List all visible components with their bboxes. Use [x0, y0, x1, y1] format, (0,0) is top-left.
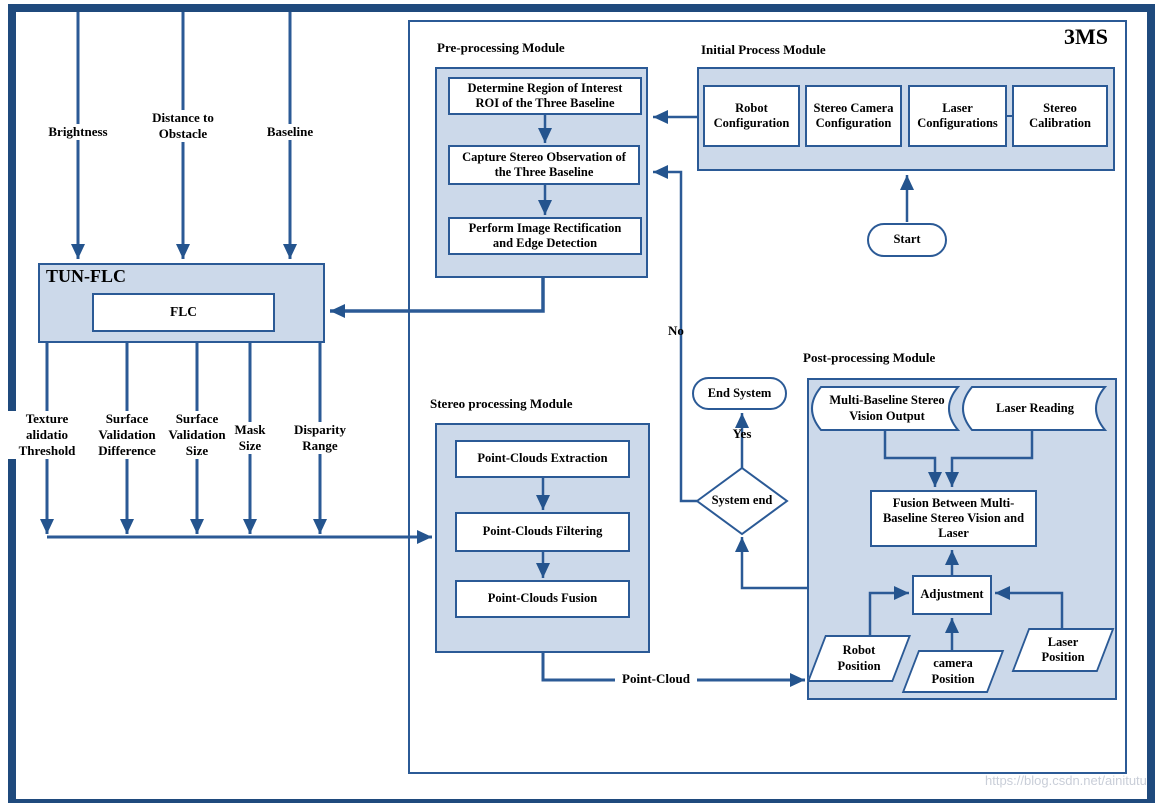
3ms-system-box — [408, 20, 1127, 774]
input-label-brightness: Brightness — [36, 124, 120, 140]
output-label-surface-validation-size: Surface Validation Size — [163, 411, 231, 459]
system-end-diamond — [695, 466, 789, 536]
adjustment-node: Adjustment — [912, 575, 992, 615]
system-title: 3MS — [1064, 24, 1108, 49]
initial-process-module-title: Initial Process Module — [701, 42, 826, 57]
step-point-clouds-extraction: Point-Clouds Extraction — [455, 440, 630, 478]
camera-position-label: camera Position — [931, 656, 975, 686]
robot-position-node: Robot Position — [806, 635, 912, 682]
end-system-node: End System — [692, 377, 787, 410]
stored-data-shape-laser-reading — [962, 386, 1108, 431]
post-processing-module-title: Post-processing Module — [803, 350, 936, 365]
system-end-label: System end — [711, 493, 773, 507]
step-stereo-camera-configuration: Stereo Camera Configuration — [805, 85, 902, 147]
step-determine-roi: Determine Region of Interest ROI of the … — [448, 77, 642, 115]
point-cloud-label: Point-Cloud — [615, 671, 697, 687]
output-label-texture-validation-threshold: Texture alidatio Threshold — [7, 411, 87, 459]
step-laser-configurations: Laser Configurations — [908, 85, 1007, 147]
laser-reading-label: Laser Reading — [996, 401, 1074, 416]
input-label-baseline: Baseline — [248, 124, 332, 140]
flc-box: FLC — [92, 293, 275, 332]
no-label: No — [668, 323, 684, 338]
camera-position-node: camera Position — [901, 650, 1005, 693]
step-capture-stereo-observation: Capture Stereo Observation of the Three … — [448, 145, 640, 185]
tun-flc-title: TUN-FLC — [46, 266, 126, 286]
robot-position-label: Robot Position — [837, 643, 881, 673]
stored-data-shape-stereo-output — [811, 386, 961, 431]
output-label-mask-size: Mask Size — [226, 422, 274, 454]
yes-label: Yes — [732, 426, 752, 441]
step-point-clouds-filtering: Point-Clouds Filtering — [455, 512, 630, 552]
output-label-surface-validation-difference: Surface Validation Difference — [92, 411, 162, 459]
stereo-vision-output-label: Multi-Baseline Stereo Vision Output — [829, 393, 945, 423]
step-stereo-calibration: Stereo Calibration — [1012, 85, 1108, 147]
fusion-node: Fusion Between Multi- Baseline Stereo Vi… — [870, 490, 1037, 547]
step-image-rectification-edge-detection: Perform Image Rectification and Edge Det… — [448, 217, 642, 255]
output-label-disparity-range: Disparity Range — [284, 422, 356, 454]
step-robot-configuration: Robot Configuration — [703, 85, 800, 147]
stereo-processing-module-title: Stereo processing Module — [430, 396, 573, 411]
laser-position-label: Laser Position — [1041, 634, 1085, 664]
watermark: https://blog.csdn.net/ainitutu — [985, 773, 1147, 788]
step-point-clouds-fusion: Point-Clouds Fusion — [455, 580, 630, 618]
pre-processing-module-title: Pre-processing Module — [437, 40, 565, 55]
input-label-distance-to-obstacle: Distance to Obstacle — [141, 110, 225, 142]
page-border — [8, 4, 1155, 803]
laser-position-node: Laser Position — [1011, 628, 1115, 672]
start-node: Start — [867, 223, 947, 257]
